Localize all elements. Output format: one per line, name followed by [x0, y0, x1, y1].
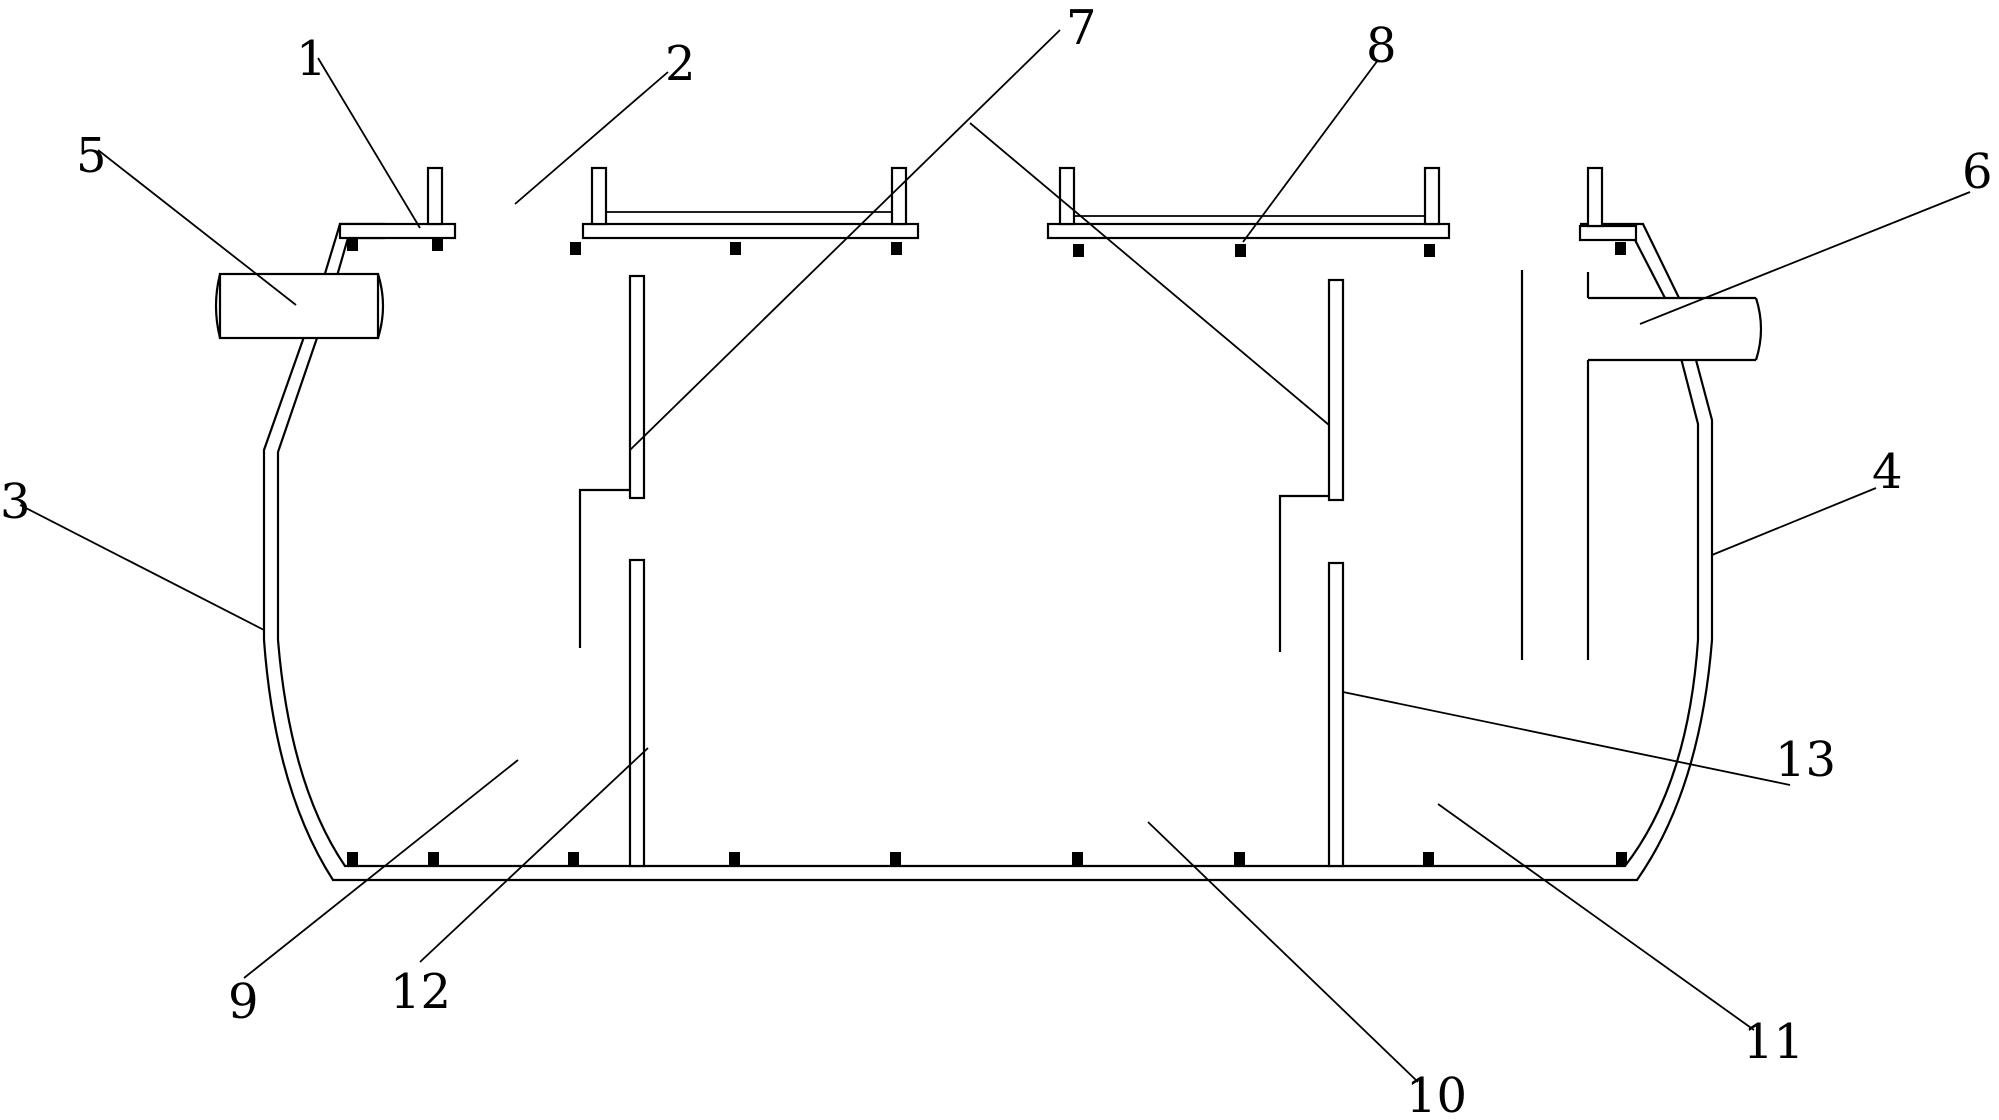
- leader-line-8: [1242, 59, 1379, 243]
- label-13: 13: [1775, 732, 1836, 788]
- leader-line-7b: [969, 122, 1330, 426]
- leader-line-13: [1342, 691, 1791, 786]
- anchor-block: [890, 852, 901, 865]
- label-10: 10: [1406, 1068, 1467, 1120]
- left-partition: [578, 274, 646, 868]
- riser-post: [1423, 166, 1441, 226]
- middle-manhole-flange-1: [570, 166, 920, 255]
- label-2: 2: [665, 36, 696, 92]
- anchor-block: [1423, 852, 1434, 865]
- anchor-block: [432, 238, 443, 251]
- anchor-block: [1235, 244, 1246, 257]
- partition-upper: [1327, 278, 1345, 502]
- anchor-block: [1234, 852, 1245, 865]
- anchor-block: [1424, 244, 1435, 257]
- right-partition: [1278, 278, 1345, 868]
- leader-line-1: [317, 57, 421, 229]
- label-1: 1: [296, 31, 327, 87]
- label-4: 4: [1872, 444, 1903, 500]
- leader-line-5: [97, 149, 297, 306]
- outlet-pipe-end: [1754, 297, 1763, 361]
- leader-line-10: [1147, 821, 1419, 1083]
- partition-lower: [1327, 561, 1345, 868]
- tank-inner-wall: [276, 236, 1700, 868]
- label-3: 3: [0, 474, 31, 530]
- leader-line-2: [514, 71, 669, 205]
- label-8: 8: [1366, 18, 1397, 74]
- riser-post: [1586, 166, 1604, 228]
- anchor-block: [568, 852, 579, 865]
- inlet-pipe-end-right: [376, 273, 385, 339]
- label-6: 6: [1962, 144, 1993, 200]
- leader-line-11: [1437, 803, 1755, 1031]
- tank-outer-wall: [262, 222, 1714, 882]
- partition-upper: [628, 274, 646, 500]
- middle-manhole-flange-2: [1046, 166, 1451, 257]
- outlet-pipe-body: [1588, 298, 1756, 360]
- anchor-block: [729, 852, 740, 865]
- leader-line-6: [1639, 191, 1971, 325]
- leader-line-9: [243, 759, 519, 979]
- inlet-pipe-body: [218, 272, 380, 340]
- anchor-block: [347, 238, 358, 251]
- outlet-pipe-outline: [1588, 296, 1756, 362]
- baffle-pipe: [578, 488, 630, 648]
- riser-post: [590, 166, 608, 226]
- riser-post: [426, 166, 444, 226]
- anchor-block: [1072, 852, 1083, 865]
- leader-line-4: [1711, 487, 1877, 556]
- label-9: 9: [228, 974, 259, 1030]
- flange-recess: [1073, 215, 1426, 224]
- flange-plate: [1046, 222, 1451, 240]
- baffle-pipe: [1278, 494, 1329, 652]
- anchor-block: [730, 242, 741, 255]
- riser-post: [890, 166, 908, 226]
- label-5: 5: [76, 128, 107, 184]
- leader-lines: [19, 29, 1971, 1083]
- label-11: 11: [1743, 1014, 1804, 1070]
- flange-plate: [1578, 224, 1638, 242]
- inlet-pipe: [214, 272, 385, 340]
- label-7: 7: [1066, 0, 1097, 56]
- leader-line-12: [419, 747, 649, 963]
- anchor-block: [570, 242, 581, 255]
- anchor-block: [891, 242, 902, 255]
- inlet-manhole-flange: [338, 166, 457, 251]
- leader-line-3: [19, 504, 265, 631]
- bottom-anchors: [347, 852, 1627, 865]
- outlet-manhole-flange: [1578, 166, 1638, 255]
- flange-plate: [581, 222, 920, 240]
- flange-recess: [605, 211, 893, 224]
- riser-post: [1058, 166, 1076, 226]
- anchor-block: [1615, 242, 1626, 255]
- anchor-block: [428, 852, 439, 865]
- anchor-block: [1616, 852, 1627, 865]
- anchor-block: [347, 852, 358, 865]
- label-12: 12: [390, 964, 451, 1020]
- tank-shell: [262, 222, 1714, 882]
- outlet-pipe: [1520, 270, 1763, 660]
- anchor-block: [1073, 244, 1084, 257]
- partition-lower: [628, 558, 646, 868]
- flange-plate: [338, 222, 457, 240]
- inlet-pipe-end-left: [214, 273, 222, 339]
- leader-line-7a: [629, 29, 1061, 451]
